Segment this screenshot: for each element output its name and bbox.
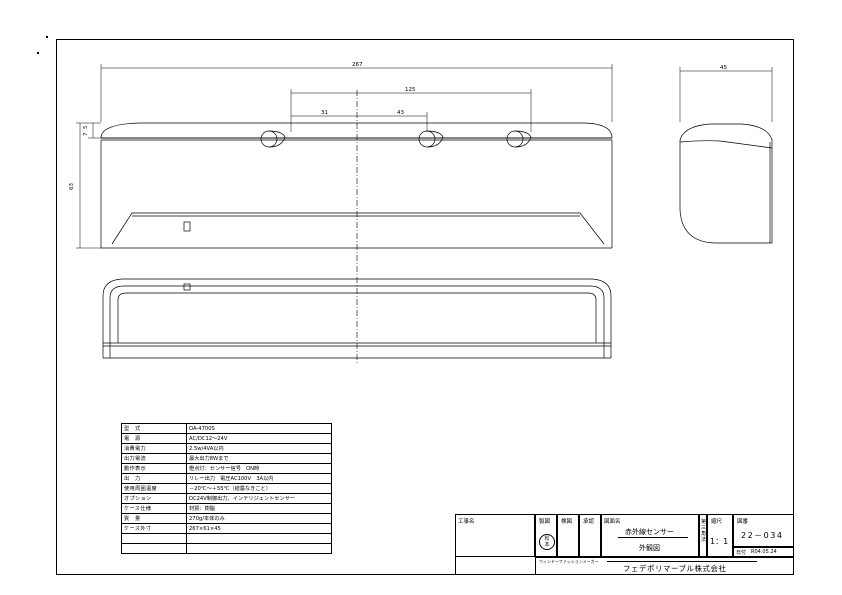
spec-label: ケース外寸: [121, 523, 187, 534]
spec-value: 267×61×45: [186, 523, 332, 534]
spec-label: 使用周囲温度: [121, 483, 187, 494]
front-view: [100, 122, 613, 249]
spec-label: 型 式: [121, 423, 187, 434]
dim-top-small-2: 7: [83, 132, 89, 136]
spec-value: 2.5w/4VA以内: [186, 443, 332, 454]
tb-company: フェデポリマーブル株式会社: [623, 564, 727, 573]
dim-offset-left: 31: [321, 110, 328, 116]
stamp-bottom: 本: [544, 542, 550, 548]
spec-label: [121, 543, 187, 554]
approval-stamp: 松 本: [539, 534, 555, 550]
title-block: 工事名 製図 松 本 検図 承認 図面名 赤外線センサー 外観図 第三角法 縮尺…: [455, 514, 794, 575]
tb-approve-cell: [579, 514, 601, 557]
tb-scale-label: 縮尺: [711, 519, 723, 525]
spec-label: 消費電力: [121, 443, 187, 454]
spec-label: [121, 533, 187, 544]
tb-drawing-name-label: 図面名: [604, 519, 621, 525]
spec-value: 最大出力8Wまで: [186, 453, 332, 464]
spec-row: 出力電流最大出力8Wまで: [121, 453, 332, 464]
stamp-top: 松: [544, 536, 550, 542]
tb-drawing-no-label: 図番: [737, 519, 749, 525]
dim-hole-span: 125: [405, 87, 416, 93]
spec-label: 質 量: [121, 513, 187, 524]
spec-row: [121, 533, 332, 544]
tb-design-cell: [535, 514, 557, 557]
drawing-frame: [56, 39, 794, 575]
spec-value: OA-4700S: [186, 423, 332, 434]
spec-value: [186, 543, 332, 554]
dim-height: 63: [69, 183, 75, 190]
spec-value: －20℃～＋55℃（結露なきこと）: [186, 483, 332, 494]
dim-overall-width: 267: [352, 62, 363, 68]
dim-side-depth: 45: [720, 65, 727, 71]
spec-value: 橙点灯：センサー信号 ON時: [186, 463, 332, 474]
tb-maker-label: ウィンドーファッションメーカー: [539, 559, 599, 564]
spec-label: ケース仕様: [121, 503, 187, 514]
spec-row: ケース仕様材質：樹脂: [121, 503, 332, 514]
tb-angle-cell: [699, 514, 707, 557]
dim-top-small: 5: [83, 125, 89, 129]
spec-value: リレー出力 電圧AC100V 3A以内: [186, 473, 332, 484]
stray-dot: [37, 52, 39, 54]
tb-project-label: 工事名: [458, 519, 475, 525]
tb-col-design: 製図: [539, 519, 551, 525]
spec-value: DC24V制御出力、インテリジェントセンサー: [186, 493, 332, 504]
spec-value: 270g/本体のみ: [186, 513, 332, 524]
tb-company-row: [535, 557, 794, 575]
spec-row: 使用周囲温度－20℃～＋55℃（結露なきこと）: [121, 483, 332, 494]
tb-col-check: 検図: [561, 519, 573, 525]
stray-dot: [46, 36, 48, 38]
tb-date-value: R04.05.24: [751, 549, 777, 555]
tb-check-cell: [557, 514, 579, 557]
dim-offset-mid: 43: [397, 110, 404, 116]
spec-value: 材質：樹脂: [186, 503, 332, 514]
spec-label: 電 源: [121, 433, 187, 444]
spec-label: 出 力: [121, 473, 187, 484]
spec-row: [121, 543, 332, 554]
tb-scale-value: 1：1: [710, 537, 729, 546]
spec-value: [186, 533, 332, 544]
tb-scale-cell: [707, 514, 733, 557]
tb-col-approve: 承認: [583, 519, 595, 525]
spec-row: 動作表示橙点灯：センサー信号 ON時: [121, 463, 332, 474]
spec-label: オプション: [121, 493, 187, 504]
tb-project-cell: [455, 514, 535, 557]
tb-date-label: 日付: [736, 550, 747, 556]
spec-label: 動作表示: [121, 463, 187, 474]
tb-name-cell: [601, 514, 699, 557]
spec-row: 出 力リレー出力 電圧AC100V 3A以内: [121, 473, 332, 484]
tb-drawing-no: 22－034: [741, 531, 784, 540]
side-view: [679, 123, 773, 244]
tb-number-cell: [733, 514, 794, 547]
tb-product-name: 赤外線センサー: [625, 528, 674, 536]
tb-angle-label: 第三角法: [701, 519, 707, 543]
dimension-lines: [76, 64, 773, 249]
spec-value: AC/DC12～24V: [186, 433, 332, 444]
tb-view-name: 外観図: [639, 544, 660, 552]
spec-label: 出力電流: [121, 453, 187, 464]
tb-date-cell: [733, 547, 794, 557]
